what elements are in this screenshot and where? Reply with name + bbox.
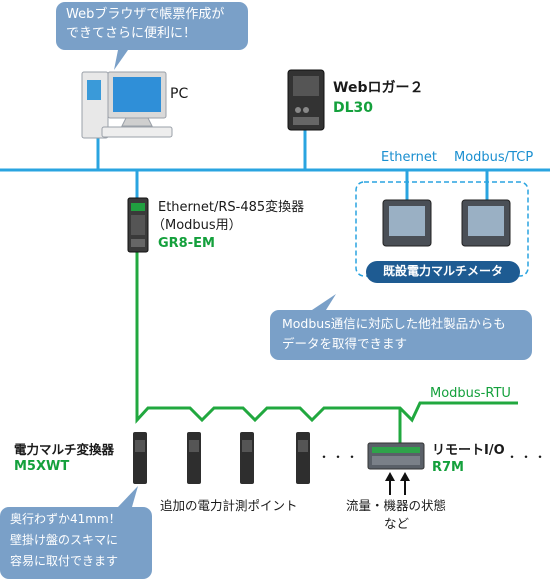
modbus-rtu-label: Modbus-RTU <box>430 386 511 401</box>
bubble-middle-line2: データを取得できます <box>282 336 408 351</box>
bubble-bottom-line3: 容易に取付できます <box>10 554 119 568</box>
modbus-tcp-label: Modbus/TCP <box>454 150 534 165</box>
existing-meter-2 <box>461 199 511 247</box>
additional-points-caption: 追加の電力計測ポイント <box>160 498 298 513</box>
m5-name: 電力マルチ変換器 <box>14 442 115 457</box>
flow-status-line2: など <box>384 516 410 531</box>
transducer-4 <box>296 432 310 484</box>
existing-meters-label: 既設電力マルチメータ <box>382 264 503 278</box>
pc-label: PC <box>170 86 189 102</box>
converter-icon <box>127 197 149 253</box>
logger-model: DL30 <box>333 100 374 116</box>
ellipsis-1: ・・・ <box>318 450 361 464</box>
transducer-1 <box>133 432 147 484</box>
converter-name-line2: （Modbus用） <box>152 218 242 233</box>
remote-io-model: R7M <box>432 460 464 475</box>
existing-meters-pill <box>366 261 520 283</box>
bubble-bottom <box>0 486 152 579</box>
remote-io-name: リモートI/O <box>432 443 505 458</box>
transducer-3 <box>240 432 254 484</box>
ethernet-label: Ethernet <box>381 150 437 165</box>
remote-io-icon <box>367 442 425 470</box>
converter-name-line1: Ethernet/RS-485変換器 <box>158 200 305 215</box>
web-logger-icon <box>287 69 325 131</box>
bubble-middle <box>270 294 532 360</box>
existing-meter-1 <box>382 199 432 247</box>
logger-name: Webロガー２ <box>333 80 424 96</box>
modbus-rtu-bus <box>135 252 518 424</box>
converter-model: GR8-EM <box>158 236 215 251</box>
m5-model: M5XWT <box>14 459 70 474</box>
bubble-bottom-line1: 奥行わずか41mm！ <box>10 512 121 526</box>
input-arrow-icon <box>385 472 410 495</box>
pc-icon <box>81 71 173 139</box>
bubble-middle-line1: Modbus通信に対応した他社製品からも <box>282 316 506 331</box>
bubble-top-line2: できてさらに便利に！ <box>66 26 197 41</box>
bubble-top <box>56 2 248 70</box>
bubble-bottom-line2: 壁掛け盤のスキマに <box>10 533 119 547</box>
transducer-2 <box>187 432 201 484</box>
bubble-top-line1: Webブラウザで帳票作成が <box>66 7 225 22</box>
ellipsis-2: ・・・ <box>506 450 549 464</box>
flow-status-line1: 流量・機器の状態 <box>346 498 447 513</box>
